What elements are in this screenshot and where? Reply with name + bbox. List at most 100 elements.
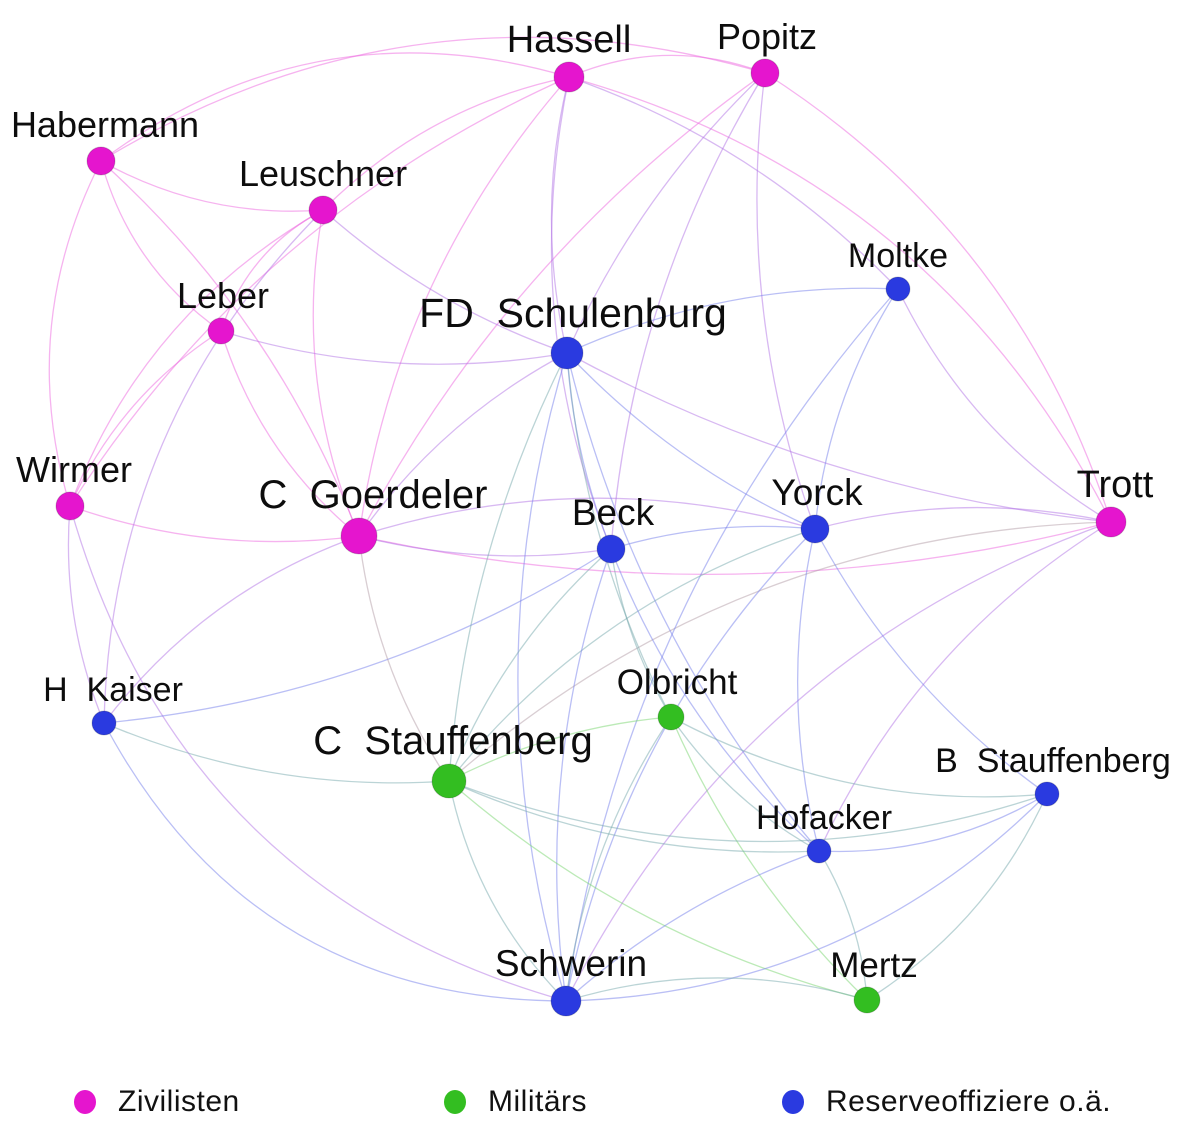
edge-leuschner-hassell (322, 76, 570, 211)
edge-schwerin-bstauffenberg (565, 793, 1048, 1002)
edge-beck-stauffenberg (448, 548, 612, 782)
edge-trott-schulenburg (566, 352, 1112, 523)
node-label-hofacker: Hofacker (756, 799, 892, 837)
node-moltke[interactable] (885, 276, 911, 302)
edge-hassell-trott (568, 76, 1112, 523)
edge-hofacker-schwerin (565, 850, 820, 1002)
edge-mertz-bstauffenberg (866, 793, 1048, 1001)
node-leber[interactable] (207, 317, 235, 345)
edge-habermann-popitz (100, 36, 766, 162)
edge-stauffenberg-hofacker (448, 780, 820, 853)
edge-mertz-hofacker (818, 850, 868, 1001)
edge-goerdeler-schulenburg (358, 352, 568, 537)
edge-layer (48, 36, 1112, 1002)
node-wirmer[interactable] (55, 491, 85, 521)
edge-goerdeler-beck (358, 535, 612, 557)
node-bstauffenberg[interactable] (1034, 781, 1060, 807)
edge-kaiser-beck (103, 548, 612, 724)
node-trott[interactable] (1095, 506, 1127, 538)
edge-stauffenberg-mertz (448, 780, 868, 1001)
edge-trott-yorck (814, 506, 1112, 530)
edge-kaiser-schwerin (103, 722, 567, 1002)
legend-label: Reserveoffiziere o.ä. (826, 1084, 1112, 1118)
edge-wirmer-schwerin (69, 505, 567, 1002)
edge-leber-schulenburg (220, 330, 568, 365)
node-habermann[interactable] (86, 146, 116, 176)
edge-yorck-bstauffenberg (814, 528, 1048, 795)
node-layer (55, 58, 1127, 1017)
edge-olbricht-stauffenberg (448, 716, 672, 782)
node-goerdeler[interactable] (340, 517, 378, 555)
edge-wirmer-kaiser (67, 505, 105, 724)
legend-item-militaers: Militärs (444, 1085, 587, 1119)
edge-hassell-beck (550, 76, 612, 550)
edge-goerdeler-kaiser (103, 535, 360, 724)
node-label-habermann: Habermann (11, 104, 199, 145)
node-schulenburg[interactable] (550, 336, 584, 370)
edge-leuschner-schulenburg (322, 209, 568, 354)
edge-beck-hofacker (610, 548, 820, 852)
edge-habermann-leuschner (100, 160, 324, 212)
edge-leuschner-goerdeler (312, 209, 360, 537)
node-beck[interactable] (596, 534, 626, 564)
edge-leuschner-wirmer (69, 209, 324, 507)
edge-stauffenberg-schwerin (448, 780, 567, 1002)
edge-schulenburg-schwerin (517, 352, 568, 1002)
edge-trott-hofacker (818, 521, 1112, 852)
edge-goerdeler-yorck (358, 497, 816, 537)
node-schwerin[interactable] (550, 985, 582, 1017)
node-yorck[interactable] (800, 514, 830, 544)
node-hofacker[interactable] (806, 838, 832, 864)
node-label-stauffenberg: C Stauffenberg (313, 719, 592, 763)
edge-mertz-schwerin (565, 977, 868, 1002)
node-hassell[interactable] (553, 61, 585, 93)
edge-hofacker-bstauffenberg (818, 793, 1048, 853)
edge-stauffenberg-bstauffenberg (448, 780, 1048, 843)
edge-hassell-popitz (568, 54, 766, 78)
node-label-leuschner: Leuschner (239, 153, 407, 194)
edge-kaiser-stauffenberg (103, 722, 450, 784)
legend-item-zivilisten: Zivilisten (74, 1085, 240, 1119)
edge-schulenburg-stauffenberg (448, 352, 568, 782)
edge-schulenburg-moltke (566, 287, 899, 354)
edge-leber-goerdeler (220, 330, 360, 537)
edge-trott-schwerin (565, 521, 1112, 1002)
edge-habermann-leber (100, 160, 222, 332)
edge-hassell-wirmer (69, 76, 570, 507)
node-stauffenberg[interactable] (431, 763, 467, 799)
edge-goerdeler-stauffenberg (358, 535, 450, 782)
node-olbricht[interactable] (657, 703, 685, 731)
node-label-popitz: Popitz (717, 16, 817, 57)
edge-schulenburg-hofacker (566, 352, 820, 852)
node-popitz[interactable] (750, 58, 780, 88)
node-label-schulenburg: FD Schulenburg (419, 290, 727, 336)
legend-label: Militärs (488, 1084, 587, 1118)
edge-leuschner-kaiser (103, 209, 324, 724)
edge-popitz-beck (610, 72, 766, 550)
node-label-wirmer: Wirmer (16, 449, 132, 490)
zivilisten-dot-icon (74, 1089, 96, 1114)
edge-popitz-goerdeler (358, 72, 766, 537)
edge-beck-schwerin (556, 548, 612, 1002)
edge-moltke-schwerin (565, 288, 899, 1002)
edge-yorck-hofacker (796, 528, 820, 852)
edge-goerdeler-trott (358, 521, 1112, 576)
edge-habermann-goerdeler (100, 160, 360, 537)
edge-habermann-wirmer (48, 160, 102, 507)
edge-olbricht-hofacker (670, 716, 820, 852)
node-label-mertz: Mertz (830, 946, 918, 985)
edge-olbricht-mertz (670, 716, 868, 1001)
legend-item-reserveoffiziere: Reserveoffiziere o.ä. (782, 1085, 1111, 1119)
node-mertz[interactable] (853, 986, 881, 1014)
node-leuschner[interactable] (308, 195, 338, 225)
node-label-moltke: Moltke (848, 237, 948, 275)
edge-yorck-beck (610, 525, 816, 550)
edge-schulenburg-yorck (566, 352, 816, 530)
node-label-goerdeler: C Goerdeler (259, 473, 488, 517)
node-kaiser[interactable] (91, 710, 117, 736)
militaers-dot-icon (444, 1089, 466, 1114)
edge-trott-stauffenberg (448, 521, 1112, 782)
edge-wirmer-goerdeler (69, 505, 360, 543)
node-label-yorck: Yorck (771, 472, 863, 513)
